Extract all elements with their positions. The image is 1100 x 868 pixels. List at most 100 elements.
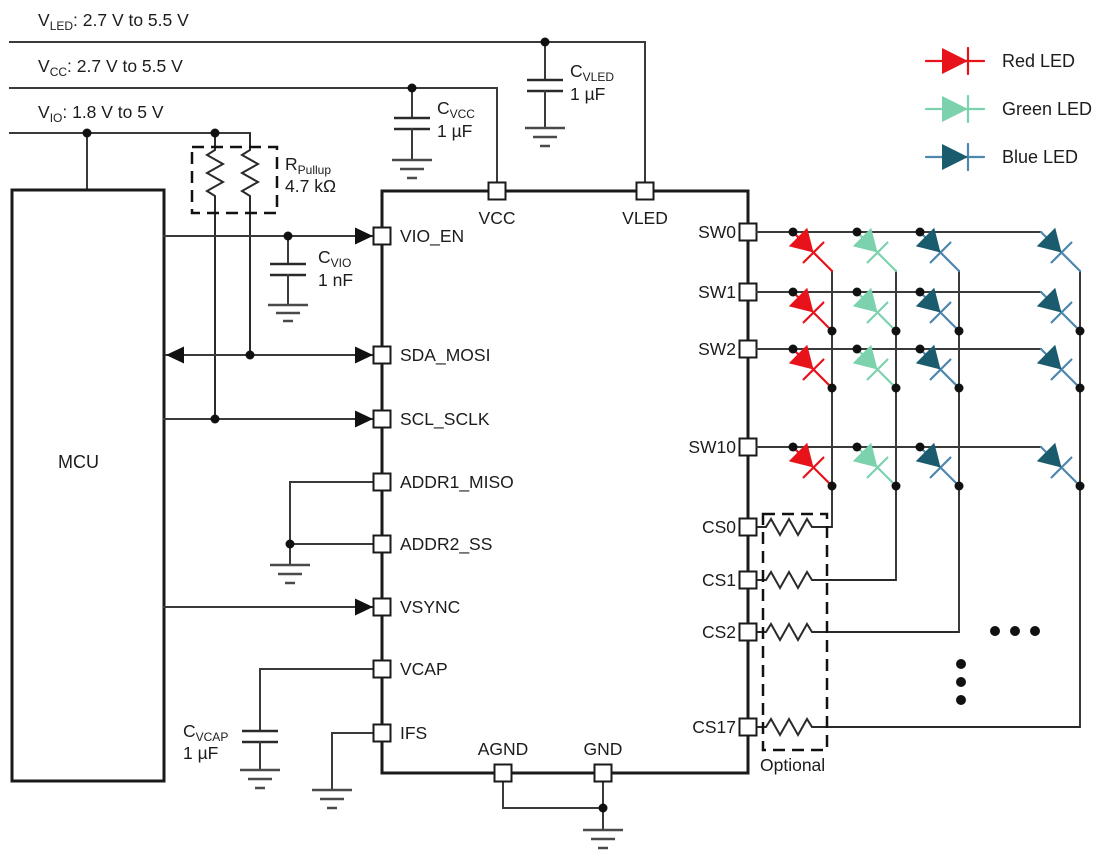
- ic-block: VIO_EN SDA_MOSI SCL_SCLK ADDR1_MISO ADDR…: [372, 181, 758, 783]
- junction-dot: [285, 539, 295, 549]
- label-cvled-value: 1 µF: [570, 84, 605, 104]
- pin-label-agnd: AGND: [478, 739, 529, 759]
- junction-dot: [283, 231, 293, 241]
- junction-dot: [954, 383, 964, 393]
- arrowhead-vio-en: [355, 227, 373, 245]
- pin-vcap: [372, 659, 392, 679]
- label-cvcap-value: 1 µF: [183, 743, 218, 763]
- led-green-sw2: [852, 344, 898, 390]
- decoupling-caps: CVLED 1 µF CVCC 1 µF CVIO 1 nF CVCAP 1 µ…: [183, 41, 614, 790]
- led-green-sw0: [852, 227, 898, 273]
- legend-label-red: Red LED: [1002, 51, 1075, 71]
- junction-dot: [915, 442, 925, 452]
- pullup-network: RPullup 4.7 kΩ: [190, 133, 336, 419]
- junction-dot: [852, 287, 862, 297]
- pin-vsync: [372, 597, 392, 617]
- green-led-icon: [942, 96, 968, 122]
- optional-label: Optional: [760, 755, 825, 775]
- junction-dot: [915, 227, 925, 237]
- junction-dot: [1075, 383, 1085, 393]
- cs1-resistor: [757, 569, 896, 591]
- led-red-sw10: [788, 442, 834, 488]
- led-blue2-sw1-body: [1036, 287, 1062, 313]
- ellipsis-dot: [990, 626, 1000, 636]
- cs17-resistor: [757, 716, 1080, 738]
- pin-sw10: [738, 437, 758, 457]
- pin-label-cs1: CS1: [702, 570, 736, 590]
- pin-label-sw0: SW0: [698, 222, 736, 242]
- led-green-sw10-body: [852, 442, 878, 468]
- legend-blue-led: Blue LED: [924, 142, 1078, 172]
- wire-vled-rail: [9, 41, 646, 183]
- ellipsis-dot: [956, 695, 966, 705]
- ground-symbol-ifs: [312, 788, 352, 810]
- junction-dot: [827, 326, 837, 336]
- wire-addr-pins: [289, 481, 375, 545]
- junction-dot: [788, 344, 798, 354]
- pin-sw2: [738, 339, 758, 359]
- led-blue-sw0-body: [915, 227, 941, 253]
- cvled-capacitor: [527, 78, 563, 93]
- pin-label-vcc: VCC: [479, 208, 516, 228]
- led-green-sw0-body: [852, 227, 878, 253]
- junction-dot: [852, 344, 862, 354]
- junction-dot: [827, 383, 837, 393]
- junction-dot: [954, 481, 964, 491]
- junction-dot: [407, 83, 417, 93]
- power-rails: VLED: 2.7 V to 5.5 V VCC: 2.7 V to 5.5 V…: [9, 10, 646, 191]
- ellipsis-dot: [1030, 626, 1040, 636]
- ground-symbol-cvcap: [240, 768, 280, 790]
- led-blue2-sw10-body: [1036, 442, 1062, 468]
- ellipsis-dot: [1010, 626, 1020, 636]
- ellipsis-dot: [956, 677, 966, 687]
- cvcap-capacitor: [242, 729, 278, 744]
- mcu-ic-wires: [163, 227, 623, 850]
- label-r-pullup-value: 4.7 kΩ: [285, 176, 336, 196]
- junction-dot: [82, 128, 92, 138]
- label-cvio-value: 1 nF: [318, 270, 353, 290]
- pin-label-gnd: GND: [584, 739, 623, 759]
- pin-label-sw1: SW1: [698, 282, 736, 302]
- ellipsis-dot: [956, 659, 966, 669]
- pin-label-addr1-miso: ADDR1_MISO: [400, 472, 514, 493]
- wire-vcap: [259, 668, 375, 732]
- ground-symbol-addr: [270, 563, 310, 585]
- pin-label-ifs: IFS: [400, 723, 427, 743]
- pin-label-vcap: VCAP: [400, 659, 448, 679]
- pin-label-sw2: SW2: [698, 339, 736, 359]
- junction-dot: [788, 287, 798, 297]
- led-green-sw2-body: [852, 344, 878, 370]
- led-blue-sw1-body: [915, 287, 941, 313]
- led-red-sw1: [788, 287, 834, 333]
- label-vled-rail: VLED: 2.7 V to 5.5 V: [38, 10, 189, 33]
- led-blue-sw10: [915, 442, 961, 488]
- pin-label-scl-sclk: SCL_SCLK: [400, 409, 490, 430]
- led-blue-sw10-body: [915, 442, 941, 468]
- pin-sw0: [738, 222, 758, 242]
- led-blue-sw1: [915, 287, 961, 333]
- label-cvcc: CVCC: [437, 98, 475, 121]
- pin-sda-mosi: [372, 345, 392, 365]
- led-blue2-sw1: [1036, 287, 1082, 333]
- led-red-sw1-body: [788, 287, 814, 313]
- wire-agnd-gnd: [502, 781, 604, 831]
- pin-ifs: [372, 723, 392, 743]
- junction-dot: [788, 442, 798, 452]
- blue-led-icon: [942, 144, 968, 170]
- junction-dot: [915, 344, 925, 354]
- led-blue2-sw0: [1036, 227, 1082, 273]
- pin-cs17: [738, 717, 758, 737]
- pin-label-cs0: CS0: [702, 517, 736, 537]
- pin-label-addr2-ss: ADDR2_SS: [400, 534, 492, 555]
- cs-resistors: Optional: [757, 512, 1080, 775]
- pin-vcc: [487, 181, 507, 201]
- ground-symbol-cvcc: [392, 158, 432, 180]
- junction-dot: [210, 128, 220, 138]
- junction-dot: [852, 227, 862, 237]
- led-red-sw2-body: [788, 344, 814, 370]
- ground-symbol-gnd: [583, 828, 623, 850]
- pin-agnd: [493, 763, 513, 783]
- pin-label-vled: VLED: [622, 208, 668, 228]
- legend-label-blue: Blue LED: [1002, 147, 1078, 167]
